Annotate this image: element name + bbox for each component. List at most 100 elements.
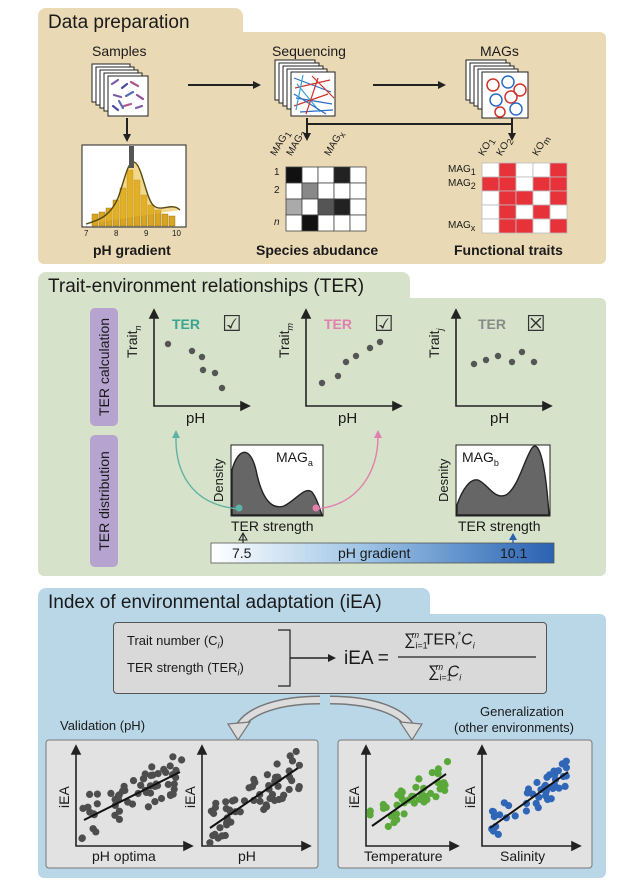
validation-label: Validation (pH)	[60, 718, 146, 733]
species-abundance-grid	[285, 166, 367, 232]
scatter-point	[266, 794, 274, 803]
scatter-point	[278, 794, 286, 803]
scatter-point	[273, 760, 281, 768]
scatter-point	[274, 773, 282, 781]
row-label-n: n	[274, 217, 280, 228]
scatter-point	[231, 796, 239, 804]
iea-ylabel-4: iEA	[462, 786, 478, 808]
scatter-point	[86, 790, 94, 799]
scatter-point	[274, 782, 282, 790]
scatter-point	[436, 785, 444, 793]
scatter-point	[157, 794, 166, 803]
scatter-point	[415, 775, 423, 783]
mag-b-label: MAGb	[462, 449, 499, 468]
scatter-point	[162, 768, 170, 777]
scatter-point	[212, 799, 220, 807]
scatter-point	[115, 815, 123, 824]
scatter-point	[129, 777, 138, 785]
density-mag-b	[455, 444, 551, 517]
scatter-point	[496, 811, 504, 819]
scatter-point	[524, 785, 533, 793]
scatter-point	[245, 784, 253, 792]
ter-panel	[38, 298, 606, 576]
scatter-point	[562, 764, 571, 772]
scatter-point	[92, 828, 100, 836]
scatter-point	[543, 773, 551, 781]
check-icon: ☑	[222, 311, 242, 336]
scatter-point	[206, 839, 214, 847]
x-label-salinity: Salinity	[500, 848, 546, 864]
scatter-point	[547, 795, 555, 803]
scatter-point	[390, 819, 398, 827]
ph-gradient-bar-label: pH gradient	[338, 545, 411, 561]
functional-traits-grid	[481, 162, 568, 234]
section-title-ter: Trait-environment relationships (TER)	[48, 276, 365, 297]
scatter-point	[397, 787, 405, 795]
scatter-point	[489, 827, 497, 835]
scatter-point	[166, 762, 174, 770]
scatter-point	[263, 771, 271, 779]
scatter-point	[79, 804, 87, 813]
density-mag-a	[230, 444, 324, 517]
row-label-1: 1	[274, 167, 280, 178]
generalization-label-2: (other environments)	[454, 720, 574, 735]
x-label-temperature: Temperature	[364, 848, 443, 864]
ph-axis-label-3: pH	[490, 410, 510, 427]
scatter-point	[78, 834, 86, 842]
mags-label: MAGs	[480, 43, 519, 59]
scatter-point	[288, 777, 296, 785]
generalization-label-1: Generalization	[480, 704, 564, 719]
mag-a-label: MAGa	[276, 449, 313, 468]
scatter-point	[384, 822, 392, 831]
ter-strength-label-a: TER strength	[231, 518, 314, 534]
scatter-point	[366, 811, 374, 819]
scatter-point	[434, 765, 442, 773]
ph-high-value: 10.1	[500, 545, 528, 561]
scatter-point	[147, 771, 155, 780]
samples-stack-icon	[91, 63, 149, 117]
scatter-point	[489, 808, 497, 816]
section-title-iea: Index of environmental adaptation (iEA)	[48, 592, 382, 613]
section-tab-ter: Trait-environment relationships (TER)	[38, 272, 410, 299]
cross-icon: ☒	[526, 311, 546, 336]
section-tab-iea: Index of environmental adaptation (iEA)	[38, 588, 430, 615]
species-abundance-label: Species abudance	[256, 242, 379, 258]
scatter-point	[295, 785, 303, 793]
scatter-point	[216, 824, 224, 832]
scatter-point	[170, 780, 178, 788]
iea-formula-lhs: iEA =	[344, 648, 389, 669]
scatter-point	[421, 792, 429, 800]
scatter-point	[392, 810, 400, 818]
scatter-point	[412, 783, 420, 791]
scatter-point	[115, 807, 123, 815]
iea-formula-numerator: ∑i=1m TERi*Ci	[404, 630, 475, 651]
sequencing-label: Sequencing	[272, 43, 346, 59]
ter-tag-green: TER	[172, 316, 200, 332]
scatter-point	[400, 810, 408, 818]
x-label-ph-optima: pH optima	[92, 848, 156, 864]
scatter-point	[137, 781, 145, 789]
scatter-point	[211, 830, 219, 839]
scatter-point	[295, 761, 303, 769]
scatter-point	[251, 778, 259, 787]
scatter-point	[256, 797, 264, 805]
mag-row-1: MAG1	[448, 164, 476, 177]
scatter-point	[443, 758, 452, 766]
scatter-point	[561, 782, 569, 791]
ter-tag-pink: TER	[324, 316, 352, 332]
mags-stack-icon	[465, 59, 529, 119]
samples-label: Samples	[92, 43, 147, 59]
iea-formula-denominator: ∑i=1m Ci	[428, 662, 462, 683]
scatter-point	[500, 799, 508, 807]
ter-tag-grey: TER	[478, 316, 506, 332]
mag-row-2: MAG2	[448, 178, 476, 191]
scatter-point	[550, 769, 558, 777]
functional-traits-label: Functional traits	[454, 242, 563, 258]
scatter-point	[260, 805, 268, 814]
sequencing-stack-icon	[274, 59, 336, 117]
ter-strength-formula-label: TER strength (TERi)	[127, 660, 244, 678]
scatter-point	[144, 803, 152, 811]
scatter-point	[140, 775, 148, 783]
